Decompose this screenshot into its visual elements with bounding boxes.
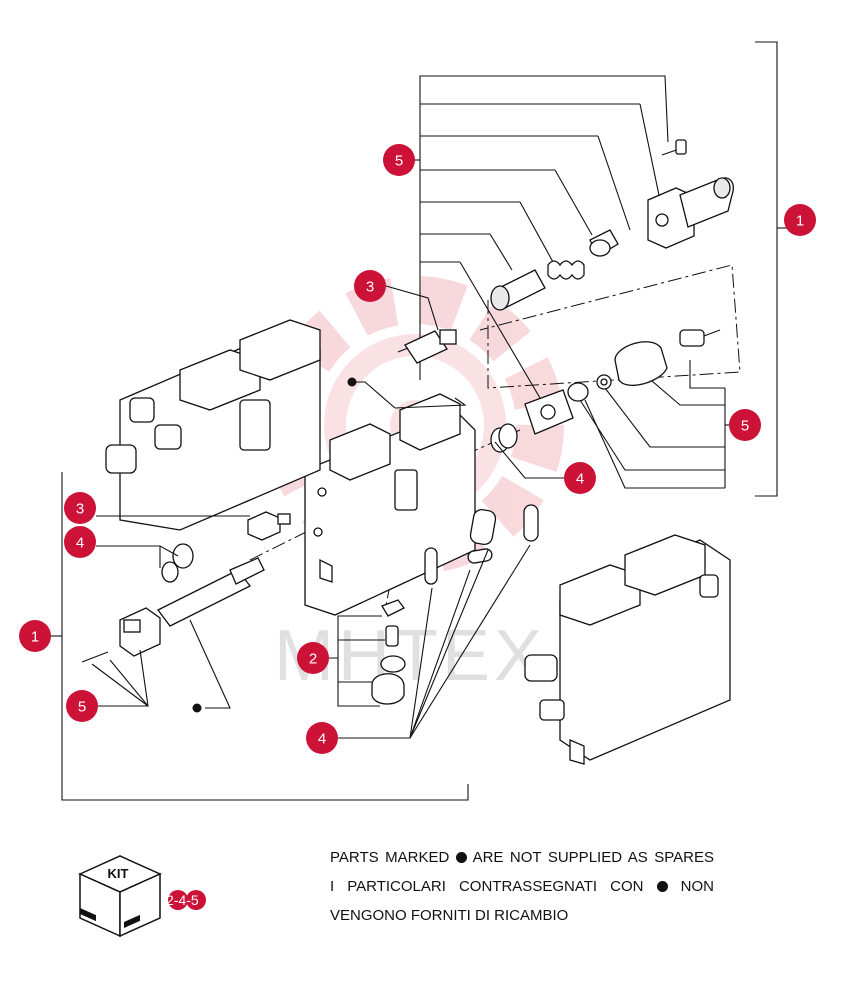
not-supplied-marker xyxy=(347,377,357,387)
bullet-icon xyxy=(455,852,467,863)
spool-left xyxy=(81,543,265,663)
note-italian-line2: VENGONO FORNITI DI RICAMBIO xyxy=(330,907,569,924)
callout-2: 2 xyxy=(297,642,329,674)
bullet-icon xyxy=(656,881,668,892)
callout-4: 4 xyxy=(306,722,338,754)
callout-5: 5 xyxy=(383,144,415,176)
kit-icon: KIT xyxy=(78,855,206,938)
svg-text:1: 1 xyxy=(31,629,39,646)
svg-text:4: 4 xyxy=(318,731,326,748)
svg-text:1: 1 xyxy=(796,213,804,230)
svg-text:5: 5 xyxy=(741,418,749,435)
callout-3: 3 xyxy=(354,270,386,302)
svg-text:3: 3 xyxy=(76,501,84,518)
callout-4: 4 xyxy=(64,526,96,558)
kit-numbers: 2-4-5 xyxy=(166,892,199,908)
callout-3: 3 xyxy=(64,492,96,524)
seal-ring xyxy=(490,423,518,453)
fitting-3-left xyxy=(247,511,291,541)
group-bracket-right xyxy=(755,41,778,497)
svg-text:3: 3 xyxy=(366,279,374,296)
control-valve-left xyxy=(105,319,321,531)
callout-1: 1 xyxy=(784,204,816,236)
note-italian-line1: I PARTICOLARI CONTRASSEGNATI CON NON xyxy=(330,878,714,895)
callout-1: 1 xyxy=(19,620,51,652)
leaders-misc xyxy=(91,285,565,739)
leaders-top xyxy=(411,75,669,399)
note-english: PARTS MARKED ARE NOT SUPPLIED AS SPARES xyxy=(330,849,715,866)
spool-housing-cap xyxy=(647,139,734,249)
spring-lower xyxy=(596,374,612,390)
not-supplied-marker xyxy=(192,703,202,713)
control-valve-right xyxy=(524,534,731,765)
callout-5: 5 xyxy=(729,409,761,441)
plate-lower xyxy=(524,382,589,435)
kit-title: KIT xyxy=(108,866,129,881)
svg-text:5: 5 xyxy=(395,153,403,170)
leaders-right xyxy=(579,360,732,489)
svg-text:2: 2 xyxy=(309,651,317,668)
notes-block: PARTS MARKED ARE NOT SUPPLIED AS SPARES … xyxy=(330,843,714,930)
sleeve-top xyxy=(490,269,546,311)
plug-check-valve xyxy=(371,599,406,705)
spring-seat xyxy=(589,229,619,257)
callout-4: 4 xyxy=(564,462,596,494)
svg-text:4: 4 xyxy=(576,471,584,488)
svg-text:5: 5 xyxy=(78,699,86,716)
spring-top xyxy=(547,260,585,280)
plug-3-top xyxy=(397,329,457,364)
svg-text:4: 4 xyxy=(76,535,84,552)
callout-5: 5 xyxy=(66,690,98,722)
gaskets xyxy=(424,504,539,585)
end-cap-right xyxy=(614,329,721,386)
